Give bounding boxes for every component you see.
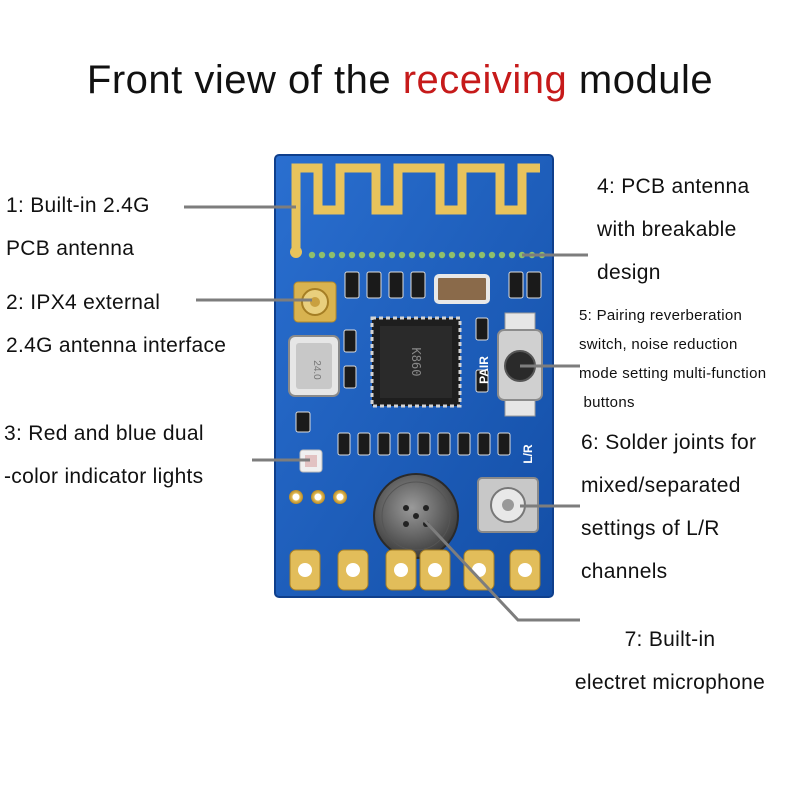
- resistor-row: [337, 432, 511, 456]
- title-after: module: [567, 58, 714, 102]
- callout-4: 4: PCB antenna with breakable design: [597, 165, 749, 294]
- callout-2: 2: IPX4 external 2.4G antenna interface: [6, 281, 226, 367]
- callout-6-line-2: mixed/separated: [581, 474, 741, 497]
- callout-6-line-4: channels: [581, 560, 668, 583]
- callout-3: 3: Red and blue dual -color indicator li…: [4, 412, 204, 498]
- pcb-antenna-trace: [291, 163, 540, 250]
- castellated-pads: [289, 549, 541, 591]
- callout-6-line-3: settings of L/R: [581, 517, 720, 540]
- crystal-marking: 24.0: [311, 360, 322, 380]
- callout-2-line-1: 2: IPX4 external: [6, 291, 161, 314]
- callout-4-line-2: with breakable: [597, 218, 737, 241]
- callout-5-line-1: 5: Pairing reverberation: [579, 307, 743, 324]
- page-title: Front view of the receiving module: [0, 58, 800, 103]
- callout-5-line-4: buttons: [579, 394, 635, 411]
- leader-line-7: [422, 518, 580, 622]
- main-ic-chip: K860: [370, 316, 462, 408]
- passive-components-mid: [343, 317, 489, 393]
- callout-2-line-2: 2.4G antenna interface: [6, 334, 227, 357]
- crystal-oscillator: 24.0: [288, 335, 340, 397]
- callout-1-line-2: PCB antenna: [6, 237, 135, 260]
- callout-7: 7: Built-in electret microphone: [554, 618, 786, 704]
- callout-1-line-1: 1: Built-in 2.4G: [6, 194, 150, 217]
- callout-5-line-3: mode setting multi-function: [579, 365, 767, 382]
- chip-marking: K860: [409, 348, 423, 377]
- callout-5-line-2: switch, noise reduction: [579, 336, 738, 353]
- callout-3-line-1: 3: Red and blue dual: [4, 422, 204, 445]
- callout-4-line-1: 4: PCB antenna: [597, 175, 750, 198]
- callout-4-line-3: design: [597, 261, 661, 284]
- callout-1: 1: Built-in 2.4G PCB antenna: [6, 184, 150, 270]
- callout-7-line-1: 7: Built-in: [624, 628, 716, 651]
- breakable-perforation: [308, 251, 546, 259]
- indicator-led: [295, 411, 323, 473]
- passive-components-top: [344, 271, 542, 299]
- callout-7-line-2: electret microphone: [574, 671, 766, 694]
- ipx-connector: [293, 281, 337, 323]
- title-highlight: receiving: [402, 58, 568, 102]
- callout-3-line-2: -color indicator lights: [4, 465, 204, 488]
- callout-6: 6: Solder joints for mixed/separated set…: [581, 421, 756, 593]
- via-holes: [289, 490, 347, 504]
- silkscreen-lr: L/R: [521, 444, 535, 464]
- leader-lines: [184, 205, 588, 622]
- title-before: Front view of the: [86, 58, 403, 102]
- silkscreen-pair: PAIR: [477, 356, 491, 384]
- electret-microphone: [373, 473, 459, 559]
- antenna-feed-pad: [290, 246, 302, 258]
- callout-5: 5: Pairing reverberation switch, noise r…: [579, 301, 766, 417]
- callout-6-line-1: 6: Solder joints for: [581, 431, 757, 454]
- capacitor-top: [434, 274, 490, 304]
